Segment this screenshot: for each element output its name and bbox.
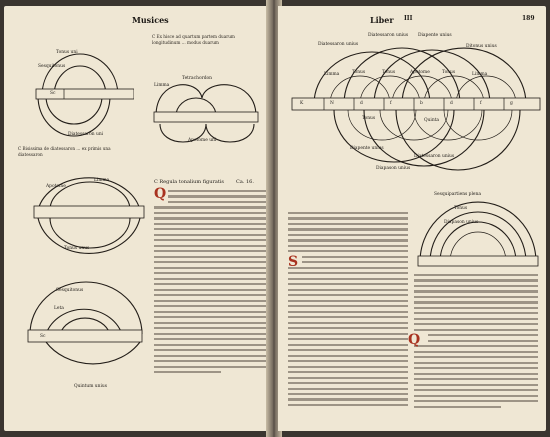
fig2-label-1: Limma [154,83,170,88]
fig2-label-3: Apotome uni [188,138,217,143]
fig1-label-1: Tonus uni [56,50,78,55]
right-text-column-b [414,274,538,411]
top-arc-label-3: Diapente unius [418,33,452,38]
inner-label-4: Apotome [410,70,430,75]
scale-letter-3: d [360,101,363,106]
concentric-arc-diagram [417,201,539,267]
inner-label-8: Quinta [424,118,440,123]
bottom-arc-label-3: Diapason unius [376,166,411,171]
figure-2-diagram [153,84,259,143]
fig1-label-4: Diatessaron uni [68,132,104,137]
running-head-right: Liber [370,15,394,25]
book-number: III [404,15,413,22]
inner-label-6: Limma [472,72,488,77]
dropcap-left: Q [154,186,167,202]
top-arc-label-4: Ditonus unius [466,44,497,49]
fig1-label-3: Sc [50,91,56,96]
top-arc-label-2: Diatessaron unius [368,33,409,38]
fig3-label-1: Apotome [46,184,66,189]
fig1-label-2: Sesquitonus [38,64,66,69]
top-arc-label-1: Diatessaron unius [318,42,359,47]
scale-letter-1: K [300,101,304,106]
inner-label-2: Tonus [352,70,366,75]
inner-label-7: Tonus [362,116,376,121]
dropcap-right-1: S [288,254,299,270]
running-head-left: Musices [132,15,169,25]
scale-letter-5: b [420,101,423,106]
bottom-arc-label-1: Diapente unius [350,146,384,151]
figure-3-diagram [33,177,145,254]
fig3-label-2: Limma [94,178,110,183]
dropcap-right-2: Q [408,332,421,348]
fig2-caption: C Ex hisce ad quartum partem duarum long… [152,34,235,45]
left-text-column [154,190,266,376]
small-diagram-label-1: Sesquipartiens plena [434,192,481,197]
small-diagram-label-3: Diapason unius [444,220,479,225]
right-text-column-a [288,212,408,409]
right-page: Liber III 189 Diatessaron [278,6,546,431]
fig2-label-2: Tetrachordon [182,76,212,81]
fig4-label-2: Leta [54,306,64,311]
folio-number: 189 [522,15,535,22]
fig4-label-3: Quintum unius [74,384,107,389]
left-page: Musices Tonus uni Sesquitonus Sc Diatess… [4,6,270,431]
inner-label-3: Tonus [382,70,396,75]
figure-1-diagram [35,53,134,137]
fig1-caption: C Bisissima de diatessaron ... ex primis… [18,146,111,157]
scale-arc-diagram [291,47,541,171]
section-number: Ca. 16. [236,179,254,185]
inner-label-5: Tonus [442,70,456,75]
fig4-label-1: Sesquitonus [56,288,84,293]
small-diagram-label-2: Tonus [454,206,468,211]
scale-letter-7: f [480,101,482,106]
scale-letter-2: N [330,101,334,106]
scale-letter-4: f [390,101,392,106]
fig4-label-4: Sc [40,334,46,339]
bottom-arc-label-2: Diatessaron unius [414,154,455,159]
fig3-label-3: Tonus unus [64,246,90,251]
section-title: C Regula tonalium figuratis [154,179,224,185]
inner-label-1: Limma [324,72,340,77]
figure-4-diagram [27,281,143,365]
scale-letter-6: d [450,101,453,106]
scale-letter-8: g [510,101,513,106]
